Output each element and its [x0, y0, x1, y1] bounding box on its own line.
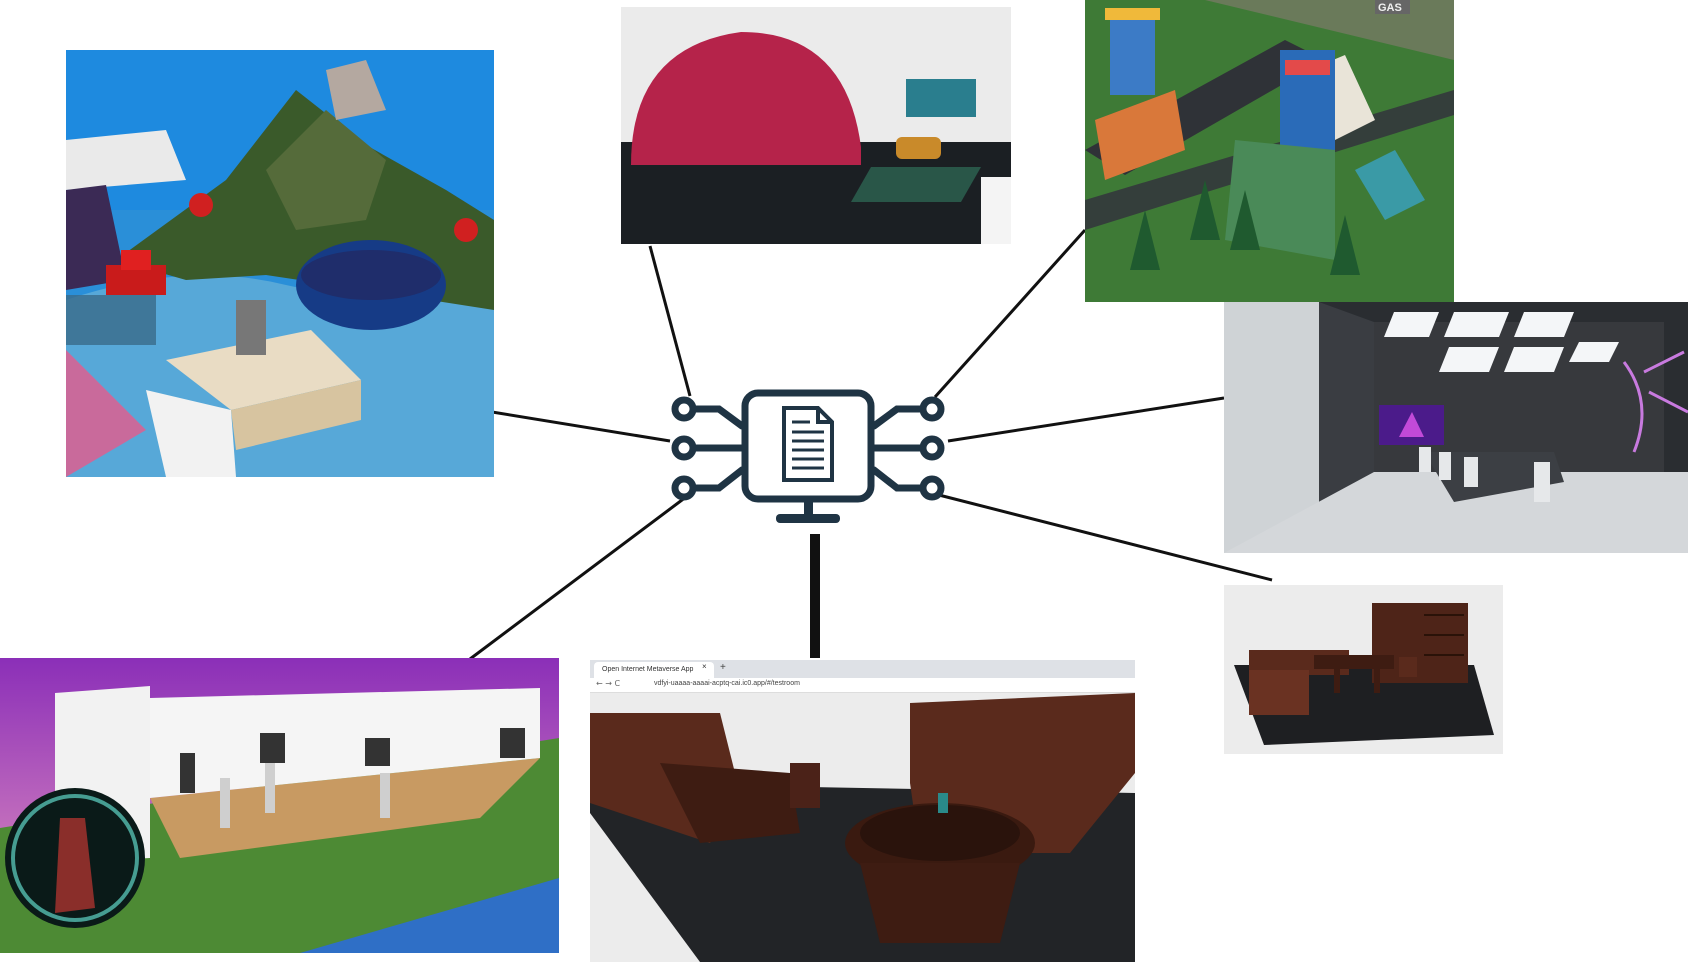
connector-conference-room [947, 396, 1225, 443]
voxel-island-panel [66, 50, 494, 477]
hub-icon [664, 378, 964, 538]
gallery-panel [0, 658, 559, 953]
low-poly-city-scene: GAS [1085, 0, 1454, 302]
simple-shapes-panel [621, 7, 1011, 244]
tab-open-internet-metaverse-app[interactable]: Open Internet Metaverse App [594, 662, 714, 678]
voxel-island-scene [66, 50, 494, 477]
conference-room-panel [1224, 302, 1688, 553]
conference-room-scene [1224, 302, 1688, 553]
furniture-room-panel [1224, 585, 1503, 754]
close-tab-icon[interactable]: × [702, 662, 707, 671]
tab-title: Open Internet Metaverse App [602, 666, 694, 673]
connector-simple-shapes [648, 245, 692, 397]
connector-gallery [469, 492, 691, 661]
primitive-shapes-scene [621, 7, 1011, 244]
connector-low-poly-city [933, 228, 1087, 399]
art-gallery-scene [0, 658, 559, 953]
connector-voxel-island [491, 410, 671, 443]
browser-address-bar: ← → C vdfyi-uaaaa-aaaai-acptq-cai.ic0.ap… [590, 678, 1135, 693]
document-monitor-network-icon [671, 389, 945, 523]
furniture-room-scene [1224, 585, 1503, 754]
new-tab-icon[interactable]: + [720, 662, 726, 673]
url-field[interactable]: vdfyi-uaaaa-aaaai-acptq-cai.ic0.app/#/te… [654, 680, 800, 687]
connector-furniture-room [934, 492, 1273, 582]
browser-tab-strip: Open Internet Metaverse App × + [590, 660, 1135, 678]
browser-testroom-panel: Open Internet Metaverse App × + ← → C vd… [590, 660, 1135, 962]
browser-testroom-scene [590, 693, 1135, 962]
gas-sign: GAS [1378, 2, 1402, 14]
nav-buttons-icon[interactable]: ← → C [596, 679, 621, 688]
low-poly-city-panel: GAS [1085, 0, 1454, 302]
